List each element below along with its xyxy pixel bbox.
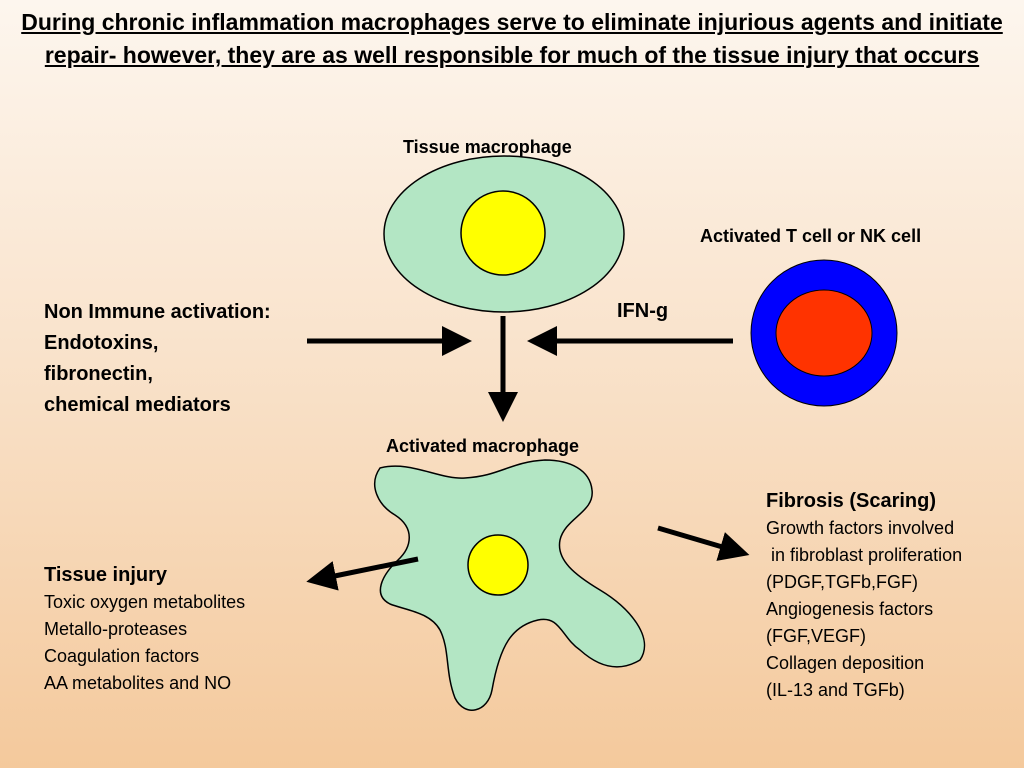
activated-macrophage-cell <box>374 459 646 711</box>
tissue-injury-item: Toxic oxygen metabolites <box>44 592 246 612</box>
tissue-macrophage-cell <box>383 155 625 313</box>
fibrosis-item: (IL-13 and TGFb) <box>766 680 905 700</box>
arrow-fibrosis <box>657 525 750 561</box>
tissue-injury-block: Tissue injury Toxic oxygen metabolites M… <box>44 562 245 697</box>
activated-macrophage-label: Activated macrophage <box>386 436 580 456</box>
t-cell <box>750 259 898 407</box>
tissue-injury-item: AA metabolites and NO <box>44 673 232 693</box>
tissue-macrophage-label: Tissue macrophage <box>403 137 572 157</box>
fibrosis-item: Collagen deposition <box>766 653 925 673</box>
ifn-g-label: IFN-g <box>617 300 669 322</box>
t-cell-inner <box>775 289 873 377</box>
fibrosis-item: Growth factors involved <box>766 518 955 538</box>
fibrosis-item: in fibroblast proliferation <box>766 545 963 565</box>
fibrosis-heading: Fibrosis (Scaring) <box>766 490 937 512</box>
fibrosis-item: (PDGF,TGFb,FGF) <box>766 572 918 592</box>
tissue-injury-item: Coagulation factors <box>44 646 200 666</box>
tissue-injury-heading: Tissue injury <box>44 564 168 586</box>
arrow-tissue-injury <box>306 556 419 591</box>
tissue-injury-item: Metallo-proteases <box>44 619 188 639</box>
activated-t-cell-label: Activated T cell or NK cell <box>700 226 922 246</box>
non-immune-activation-block: Non Immune activation: Endotoxins, fibro… <box>44 297 271 421</box>
non-immune-item: Endotoxins, <box>44 332 159 354</box>
activated-macrophage-nucleus <box>467 534 529 596</box>
non-immune-item: fibronectin, <box>44 363 153 385</box>
page-title: During chronic inflammation macrophages … <box>21 9 1003 68</box>
non-immune-heading: Non Immune activation: <box>44 301 271 323</box>
tissue-macrophage-nucleus <box>460 190 546 276</box>
non-immune-item: chemical mediators <box>44 394 231 416</box>
fibrosis-block: Fibrosis (Scaring) Growth factors involv… <box>766 488 962 704</box>
fibrosis-item: (FGF,VEGF) <box>766 626 866 646</box>
fibrosis-item: Angiogenesis factors <box>766 599 934 619</box>
